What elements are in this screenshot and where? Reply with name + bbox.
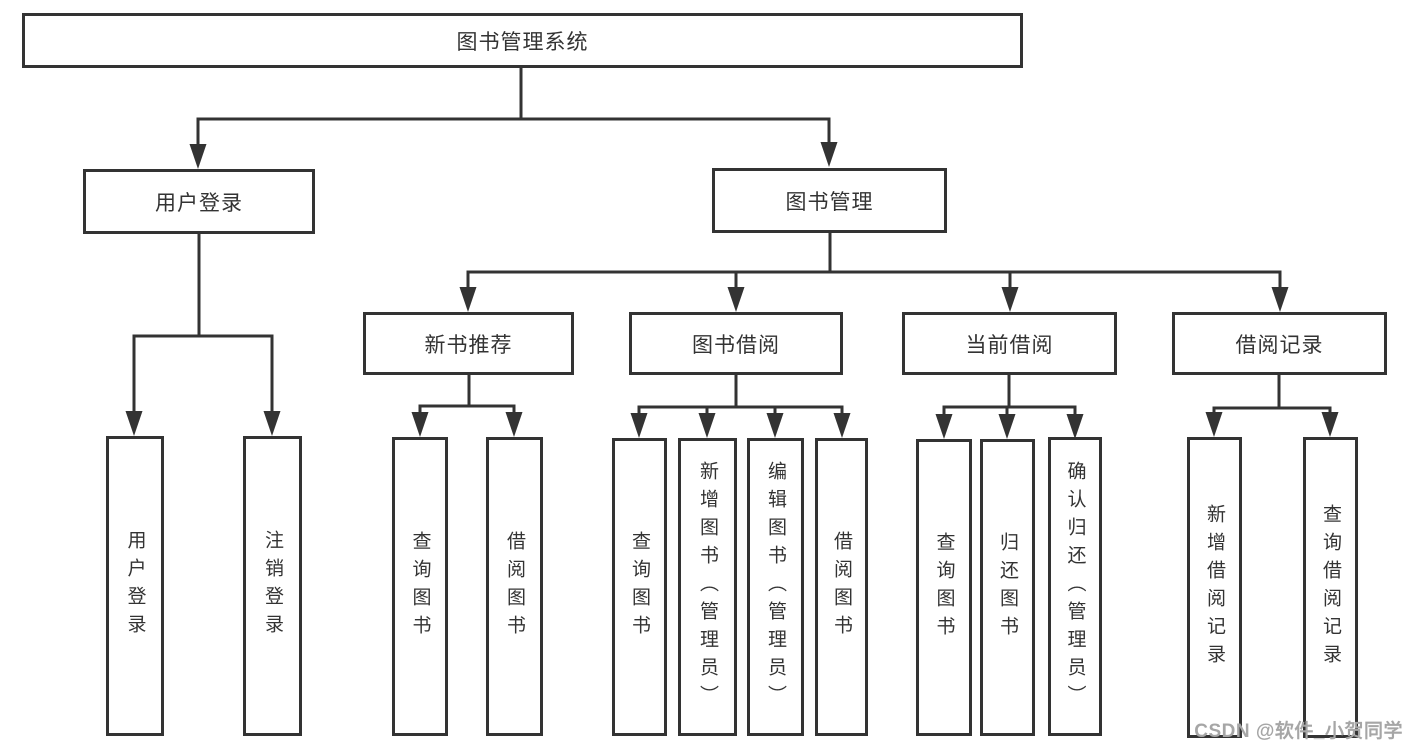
leaf-edit-books-admin: 编辑图书（管理员）	[747, 438, 804, 736]
node-book-management: 图书管理	[712, 168, 947, 233]
leaf-borrow-books: 借阅图书	[815, 438, 868, 736]
leaf-logout: 注销登录	[243, 436, 302, 736]
node-user-login: 用户登录	[83, 169, 315, 234]
leaf-user-login: 用户登录	[106, 436, 164, 736]
leaf-query-books-recommend: 查询图书	[392, 437, 448, 736]
node-borrowing-records: 借阅记录	[1172, 312, 1387, 375]
csdn-watermark: CSDN @软件_小贺同学	[1194, 721, 1403, 742]
node-library-management-system: 图书管理系统	[22, 13, 1023, 68]
node-current-borrowing: 当前借阅	[902, 312, 1117, 375]
arrowheads	[125, 142, 1339, 439]
leaf-borrow-books-recommend: 借阅图书	[486, 437, 543, 736]
leaf-query-books-borrowing: 查询图书	[612, 438, 667, 736]
leaf-return-books: 归还图书	[980, 439, 1035, 736]
leaf-confirm-return-admin: 确认归还（管理员）	[1048, 437, 1102, 736]
leaf-add-borrowing-record: 新增借阅记录	[1187, 437, 1242, 738]
leaf-add-books-admin: 新增图书（管理员）	[678, 438, 737, 736]
node-book-borrowing: 图书借阅	[629, 312, 843, 375]
leaf-query-books-current: 查询图书	[916, 439, 972, 736]
leaf-query-borrowing-record: 查询借阅记录	[1303, 437, 1358, 738]
node-new-book-recommendation: 新书推荐	[363, 312, 574, 375]
